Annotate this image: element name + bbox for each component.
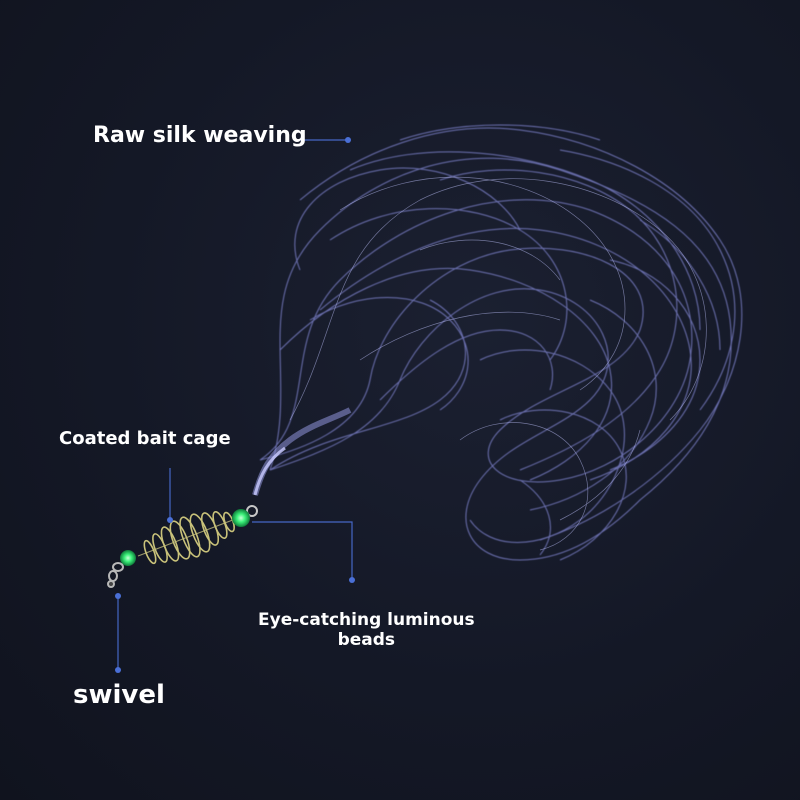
leader-dots	[115, 137, 355, 673]
eye-ring-icon	[246, 505, 258, 517]
bait-cage-spring-icon	[137, 511, 239, 565]
swivel-icon	[107, 562, 124, 588]
leader-lines	[117, 139, 353, 670]
swivel-label: swivel	[73, 680, 165, 710]
luminous-beads-label-line2: beads	[337, 630, 396, 651]
silk-net-illustration	[259, 124, 743, 561]
luminous-beads-label: Eye-catching luminous beads	[258, 610, 475, 651]
raw-silk-label: Raw silk weaving	[93, 123, 307, 148]
bait-cage-label: Coated bait cage	[59, 428, 231, 449]
luminous-bead-icon	[232, 509, 250, 527]
luminous-beads-label-line1: Eye-catching luminous	[258, 610, 475, 630]
luminous-bead-icon	[120, 550, 136, 566]
